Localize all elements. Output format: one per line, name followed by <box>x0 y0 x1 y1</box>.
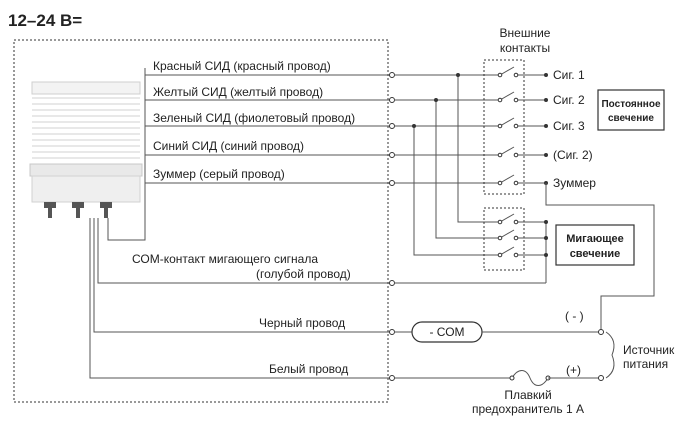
minus-label: ( - ) <box>565 309 584 323</box>
com-flash-label-2: (голубой провод) <box>256 267 351 281</box>
flash-box-line2: свечение <box>570 248 621 260</box>
black-wire-label: Черный провод <box>259 316 345 330</box>
output-sig3: Сиг. 3 <box>553 119 585 133</box>
com-label: - СОМ <box>429 325 464 339</box>
output-buzzer: Зуммер <box>553 176 596 190</box>
external-contacts-label-2: контакты <box>500 41 550 55</box>
steady-box <box>597 89 665 131</box>
flash-contacts-box <box>483 207 525 271</box>
fuse-icon <box>511 370 549 386</box>
fuse-label-1: Плавкий <box>504 388 551 402</box>
power-source-label-2: питания <box>623 357 668 371</box>
flash-switches <box>394 213 547 284</box>
steady-box-line2: свечение <box>608 113 654 124</box>
white-wire-label: Белый провод <box>269 362 348 376</box>
signal-tower-icon <box>29 81 143 218</box>
output-sig2-paren: (Сиг. 2) <box>553 148 593 162</box>
steady-contacts-box <box>483 59 525 195</box>
yellow-wire-label: Желтый СИД (желтый провод) <box>153 85 323 99</box>
power-source-brace <box>605 331 615 379</box>
power-source-label-1: Источник <box>623 343 675 357</box>
green-wire-label: Зеленый СИД (фиолетовый провод) <box>153 111 355 125</box>
buzzer-wire-label: Зуммер (серый провод) <box>153 167 285 181</box>
steady-box-line1: Постоянное <box>601 99 660 110</box>
blue-wire-label: Синий СИД (синий провод) <box>153 139 304 153</box>
output-sig2: Сиг. 2 <box>553 93 585 107</box>
plus-label: (+) <box>566 363 581 377</box>
fuse-label-2: предохранитель 1 А <box>472 402 584 416</box>
voltage-title: 12–24 В= <box>8 11 82 30</box>
flash-box-line1: Мигающее <box>566 233 624 245</box>
external-contacts-label-1: Внешние <box>500 26 551 40</box>
red-wire-label: Красный СИД (красный провод) <box>153 59 331 73</box>
flash-box <box>555 224 635 266</box>
output-sig1: Сиг. 1 <box>553 68 585 82</box>
com-flash-label-1: СОМ-контакт мигающего сигнала <box>132 252 318 266</box>
